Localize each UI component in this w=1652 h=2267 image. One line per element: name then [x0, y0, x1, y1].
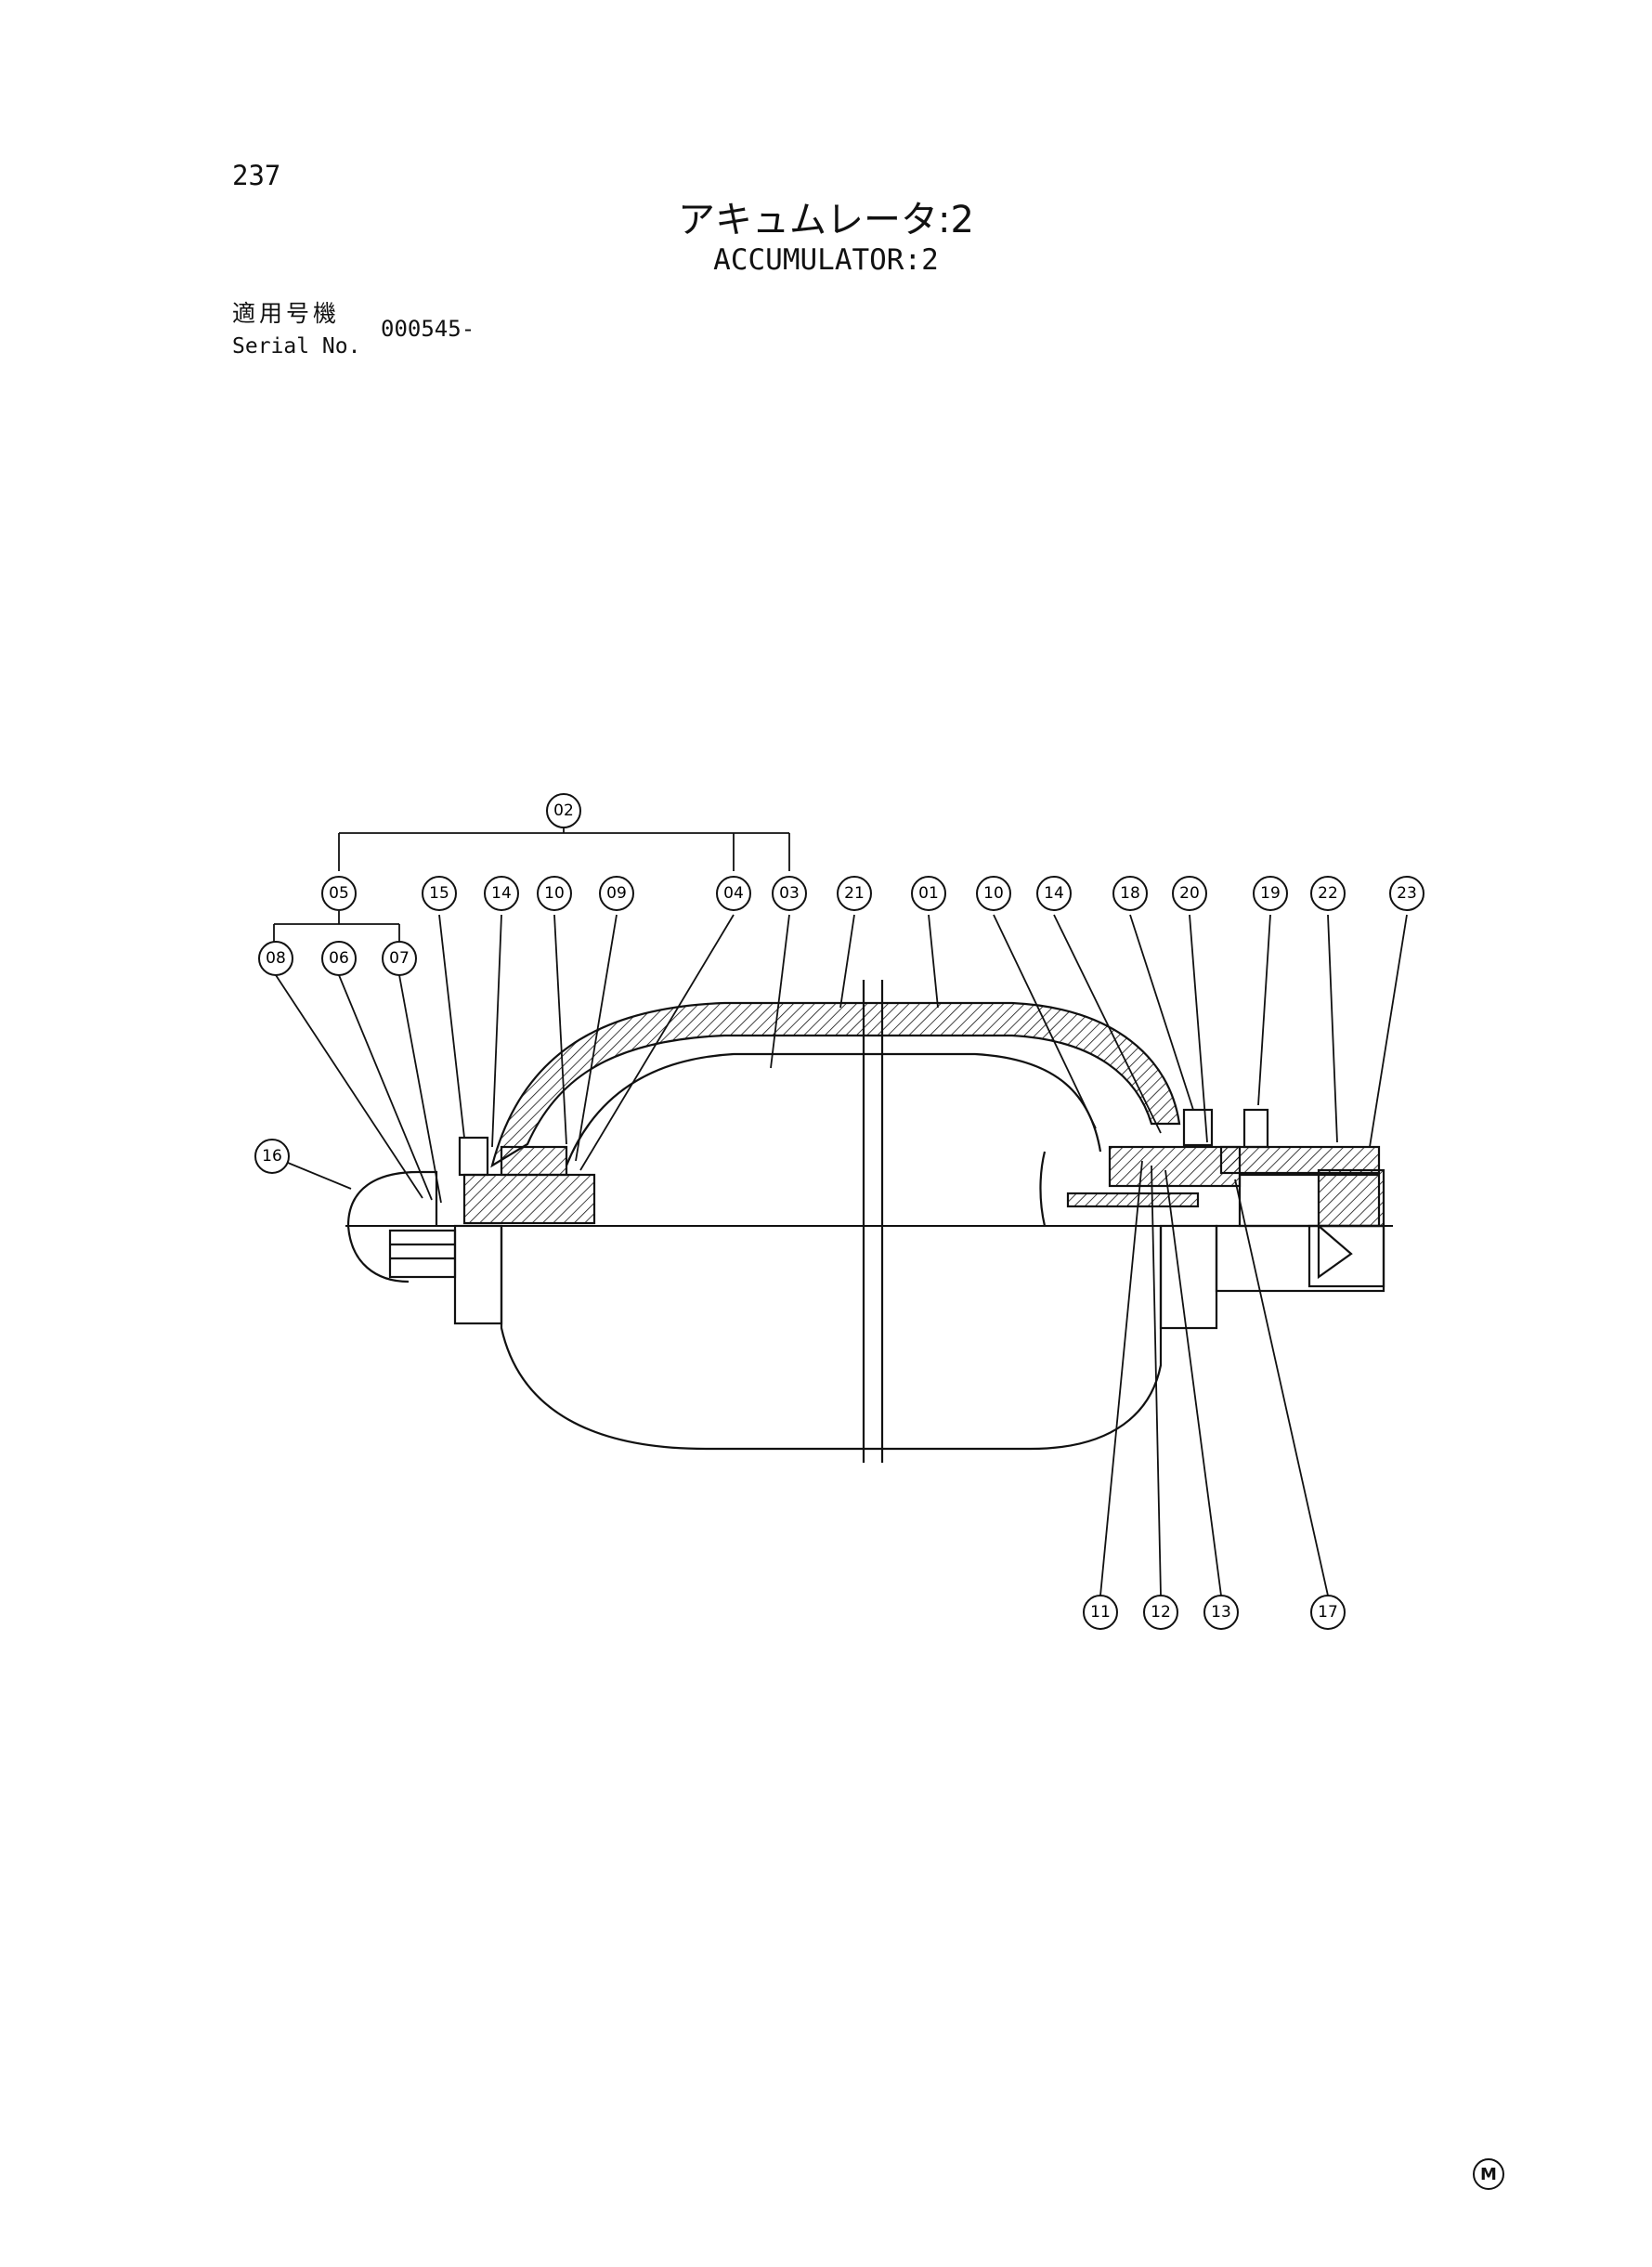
callout-19: 19: [1253, 876, 1288, 911]
svg-text:08: 08: [266, 949, 286, 968]
svg-text:18: 18: [1120, 884, 1140, 903]
callout-16: 16: [254, 1139, 290, 1174]
callout-05: 05: [321, 876, 357, 911]
svg-text:06: 06: [329, 949, 349, 968]
svg-text:04: 04: [723, 884, 744, 903]
callout-13: 13: [1203, 1595, 1239, 1630]
title-english: ACCUMULATOR:2: [713, 243, 939, 277]
serial-label-japanese: 適用号機: [232, 300, 341, 327]
svg-text:05: 05: [329, 884, 349, 903]
svg-text:09: 09: [606, 884, 627, 903]
callout-07: 07: [382, 941, 417, 976]
callout-14-right: 14: [1036, 876, 1072, 911]
callout-02: 02: [546, 793, 581, 828]
svg-text:17: 17: [1318, 1603, 1338, 1622]
svg-text:12: 12: [1151, 1603, 1171, 1622]
callout-20: 20: [1172, 876, 1207, 911]
callout-23: 23: [1389, 876, 1424, 911]
callout-08: 08: [258, 941, 293, 976]
svg-text:21: 21: [844, 884, 865, 903]
callout-09: 09: [599, 876, 634, 911]
title-japanese: アキュムレータ:2: [678, 199, 974, 241]
callout-10-right: 10: [976, 876, 1011, 911]
svg-text:10: 10: [544, 884, 565, 903]
svg-text:10: 10: [983, 884, 1004, 903]
svg-text:14: 14: [491, 884, 512, 903]
serial-label: 適用号機 Serial No.: [232, 295, 360, 358]
page-number: 237: [232, 160, 281, 191]
callout-17: 17: [1310, 1595, 1346, 1630]
svg-text:16: 16: [262, 1147, 282, 1166]
svg-text:13: 13: [1211, 1603, 1231, 1622]
callout-10-left: 10: [537, 876, 572, 911]
callout-21: 21: [837, 876, 872, 911]
svg-text:20: 20: [1179, 884, 1200, 903]
svg-text:07: 07: [389, 949, 410, 968]
svg-text:23: 23: [1397, 884, 1417, 903]
serial-label-english: Serial No.: [232, 334, 361, 358]
callout-18: 18: [1112, 876, 1148, 911]
callout-01: 01: [911, 876, 946, 911]
svg-text:19: 19: [1260, 884, 1281, 903]
callout-06: 06: [321, 941, 357, 976]
callout-15: 15: [422, 876, 457, 911]
callout-12: 12: [1143, 1595, 1178, 1630]
callout-22: 22: [1310, 876, 1346, 911]
serial-number-value: 000545-: [381, 316, 475, 342]
svg-text:01: 01: [918, 884, 939, 903]
accumulator-body-drawing: [345, 980, 1393, 1463]
callout-03: 03: [772, 876, 807, 911]
svg-text:22: 22: [1318, 884, 1338, 903]
callout-label: 02: [553, 801, 574, 820]
callout-04: 04: [716, 876, 751, 911]
svg-text:15: 15: [429, 884, 449, 903]
svg-text:11: 11: [1090, 1603, 1111, 1622]
svg-text:03: 03: [779, 884, 800, 903]
svg-text:14: 14: [1044, 884, 1064, 903]
corner-mark: M: [1473, 2158, 1504, 2190]
callout-11: 11: [1083, 1595, 1118, 1630]
leader-lines: [271, 811, 1408, 1596]
callout-14-left: 14: [484, 876, 519, 911]
